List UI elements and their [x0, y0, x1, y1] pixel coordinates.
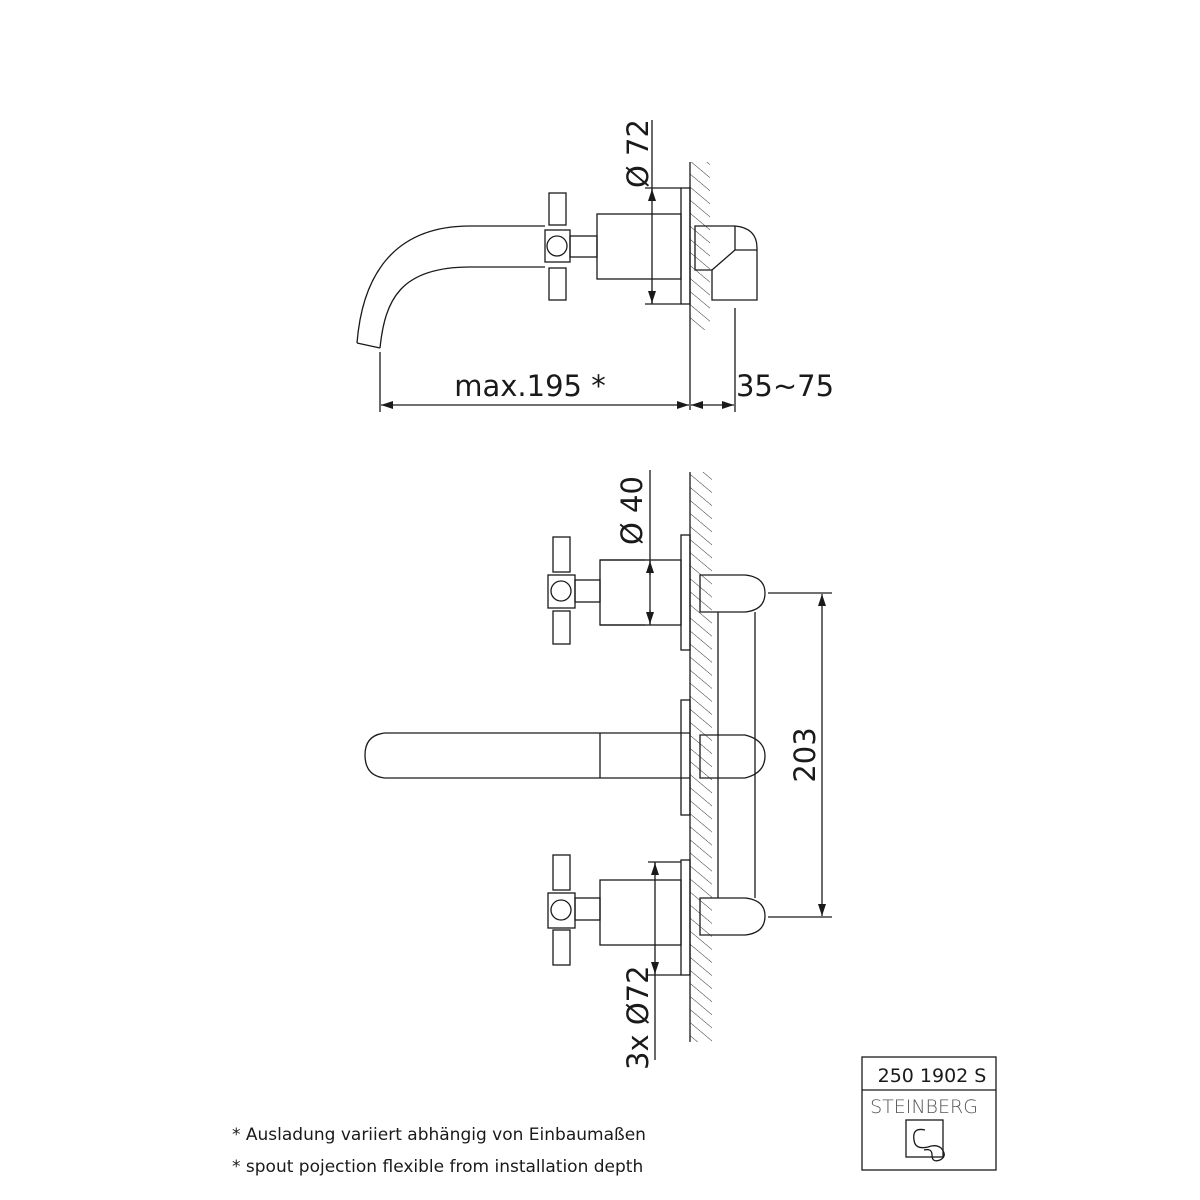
rosette-plate: [680, 187, 691, 305]
article-number: 250 1902 S: [878, 1065, 987, 1087]
spout-front: [364, 732, 690, 779]
rosette-diameter-label: 3x Ø72: [621, 965, 655, 1070]
concealed-body: [694, 225, 758, 301]
handle-hub: [544, 229, 571, 263]
depth-label: 35~75: [736, 369, 834, 403]
projection-label: max.195 *: [454, 369, 605, 403]
handle-stem: [569, 235, 598, 258]
footnote-en: * spout pojection flexible from installa…: [232, 1157, 643, 1177]
elbow-bottom: [699, 897, 766, 936]
spout-inner: [379, 266, 545, 349]
elbow-middle: [699, 734, 766, 779]
handle-bar-bottom: [548, 267, 567, 301]
brand-logo: [905, 1119, 945, 1162]
spout-outer: [356, 225, 545, 344]
diameter-72-label: Ø 72: [621, 119, 655, 188]
elbow-top: [699, 574, 766, 613]
diameter-40-label: Ø 40: [615, 476, 649, 545]
brand-name: STEINBERG: [870, 1096, 978, 1118]
front-view: Ø 40 3x Ø72 203: [364, 470, 832, 1070]
valve-body: [596, 213, 682, 280]
handle-upper: [547, 534, 691, 651]
wall-hatch-front: [690, 472, 712, 1042]
footnote-de: * Ausladung variiert abhängig von Einbau…: [232, 1125, 646, 1145]
handle-bar-top: [548, 192, 567, 226]
side-view: Ø 72 max.195 * 35~75: [356, 119, 834, 412]
wall-hatch: [690, 162, 710, 330]
handle-lower: [547, 854, 691, 976]
title-block: 250 1902 S STEINBERG: [861, 1056, 997, 1171]
spacing-label: 203: [788, 727, 822, 782]
spout-rosette: [680, 699, 691, 816]
